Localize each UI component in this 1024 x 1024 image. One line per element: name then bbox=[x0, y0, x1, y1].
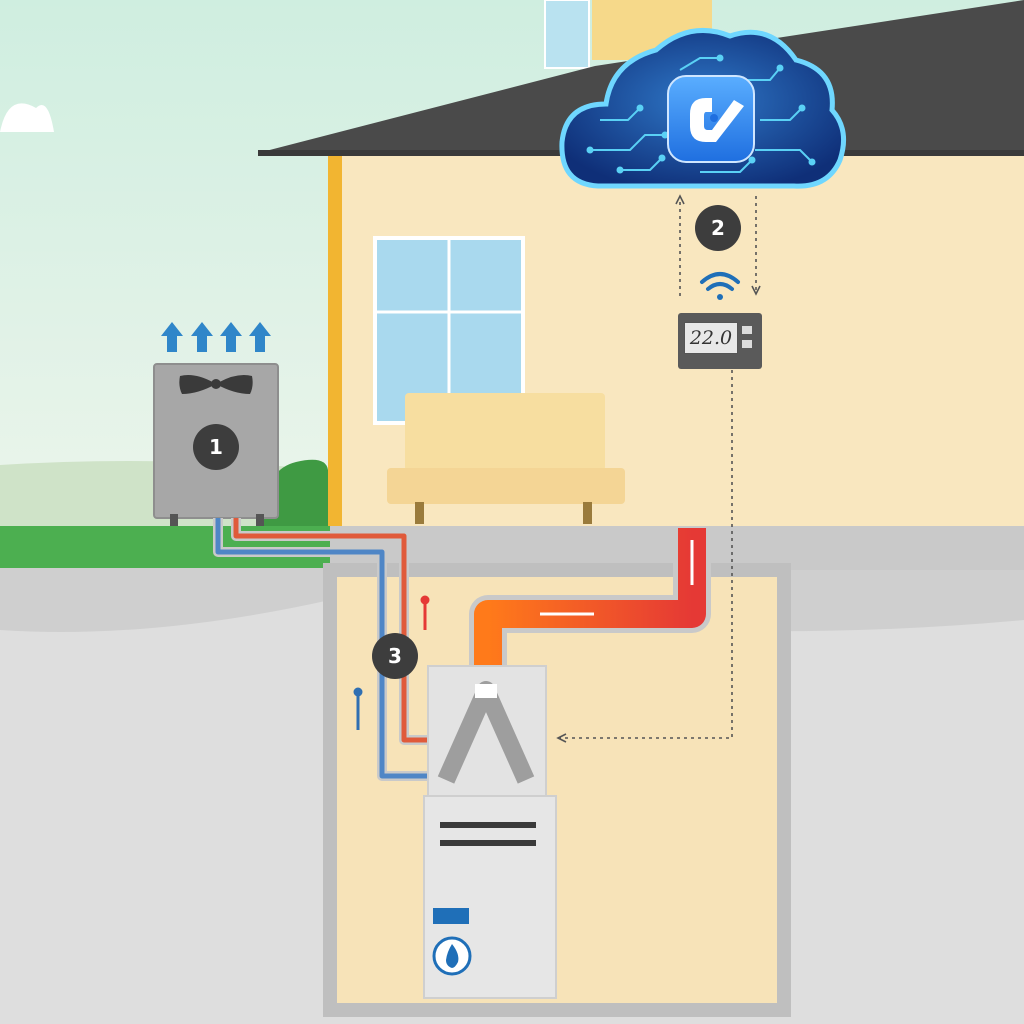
thermostat-button bbox=[742, 326, 752, 334]
signal-arrow-left bbox=[556, 733, 567, 743]
marker-1-badge: 1 bbox=[193, 424, 239, 470]
marker-2-badge: 2 bbox=[695, 205, 741, 251]
fan-icon bbox=[179, 375, 253, 394]
background-window bbox=[544, 0, 590, 69]
thermostat-button-2 bbox=[742, 340, 752, 348]
thermostat-display: 22.0 bbox=[684, 322, 738, 354]
cold-flow-arrow bbox=[353, 687, 363, 730]
house-corner-trim bbox=[328, 150, 342, 530]
marker-3-badge: 3 bbox=[372, 633, 418, 679]
up-arrow-icon bbox=[161, 322, 271, 352]
app-logo-icon bbox=[667, 75, 755, 163]
flame-icon bbox=[432, 936, 472, 976]
furnace bbox=[423, 795, 557, 999]
wifi-icon bbox=[700, 272, 740, 300]
indoor-coil bbox=[427, 665, 547, 797]
signal-arrow-up bbox=[675, 194, 685, 205]
sofa bbox=[387, 393, 625, 524]
signal-lines bbox=[560, 196, 757, 739]
hot-flow-arrow bbox=[420, 595, 430, 630]
refrigerant-lines bbox=[213, 518, 430, 781]
small-cloud bbox=[0, 103, 54, 132]
signal-arrow-down bbox=[751, 285, 761, 296]
